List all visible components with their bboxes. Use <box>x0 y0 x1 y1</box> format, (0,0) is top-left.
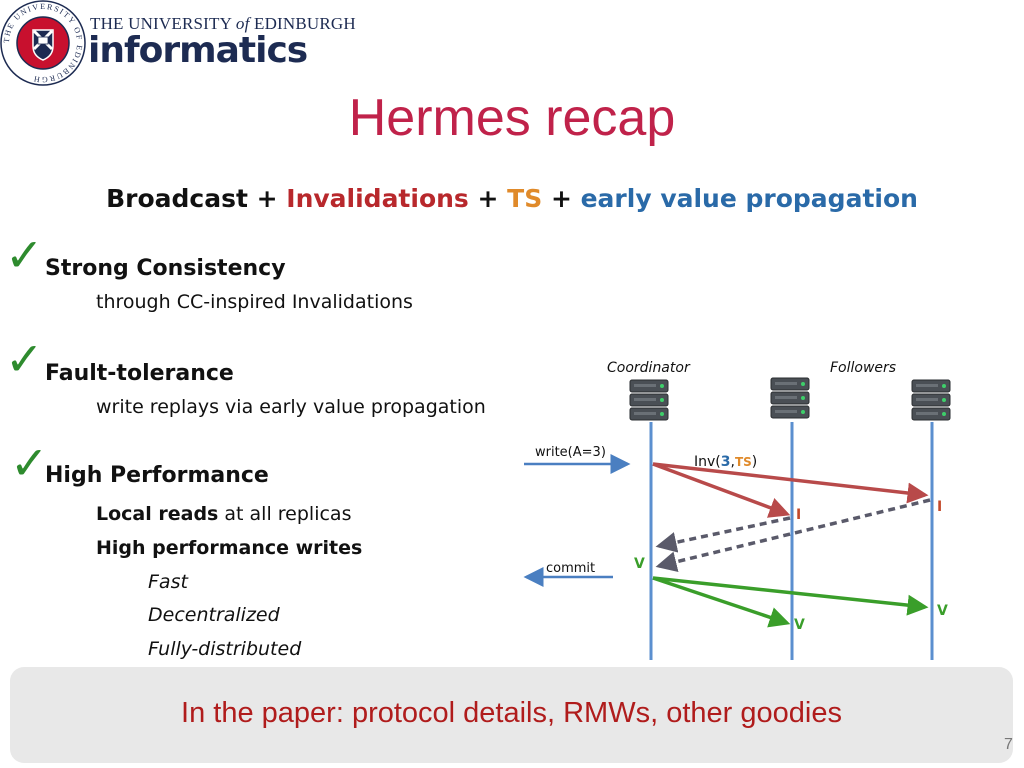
page-number: 7 <box>1004 736 1013 753</box>
invalid-mark: I <box>796 507 801 523</box>
follower-server-icon <box>770 377 810 419</box>
callout-box <box>10 667 1013 763</box>
bullet-subitem-distributed: Fully-distributed <box>148 638 302 660</box>
bullet-detail-consistency: through CC-inspired Invalidations <box>96 291 413 313</box>
invalidation-arrow <box>652 462 791 518</box>
coordinator-server-icon <box>629 379 669 421</box>
checkmark-icon: ✓ <box>5 332 44 386</box>
bullet-subitem-decentralized: Decentralized <box>148 604 280 626</box>
slide-title: Hermes recap <box>348 89 676 147</box>
coordinator-label: Coordinator <box>607 360 691 376</box>
checkmark-icon: ✓ <box>10 436 49 490</box>
university-name: THE UNIVERSITY of EDINBURGH <box>90 14 356 33</box>
valid-mark: V <box>937 603 948 619</box>
valid-mark: V <box>634 556 645 572</box>
validation-arrow <box>652 576 929 616</box>
bullet-heading-fault-tolerance: Fault-tolerance <box>45 361 234 386</box>
ack-arrow <box>655 516 791 553</box>
invalidation-arrow <box>652 462 929 504</box>
bullet-item-writes: High performance writes <box>96 537 363 559</box>
commit-label: commit <box>546 561 595 576</box>
university-seal-logo: THE UNIVERSITY OF EDINBURGH <box>0 0 86 86</box>
protocol-diagram: Coordinator Followers write(A=3) Inv(3,T… <box>523 360 951 660</box>
bullet-item-local-reads: Local reads at all replicas <box>96 503 352 525</box>
bullet-subitem-fast: Fast <box>148 571 188 593</box>
inv-message-label: Inv(3,TS) <box>694 454 757 470</box>
bullet-heading-consistency: Strong Consistency <box>45 256 286 281</box>
school-name: informatics <box>88 30 308 71</box>
invalid-mark: I <box>937 499 942 515</box>
bullet-detail-fault-tolerance: write replays via early value propagatio… <box>96 396 486 418</box>
callout-text: In the paper: protocol details, RMWs, ot… <box>181 697 842 729</box>
bullet-heading-performance: High Performance <box>45 463 269 488</box>
followers-label: Followers <box>830 360 896 376</box>
validation-arrow <box>652 576 791 628</box>
ack-arrow <box>655 498 931 573</box>
valid-mark: V <box>794 617 805 633</box>
follower-server-icon <box>911 379 951 421</box>
write-label: write(A=3) <box>535 445 606 460</box>
checkmark-icon: ✓ <box>5 228 44 282</box>
slide-subtitle: Broadcast + Invalidations + TS + early v… <box>106 184 918 213</box>
